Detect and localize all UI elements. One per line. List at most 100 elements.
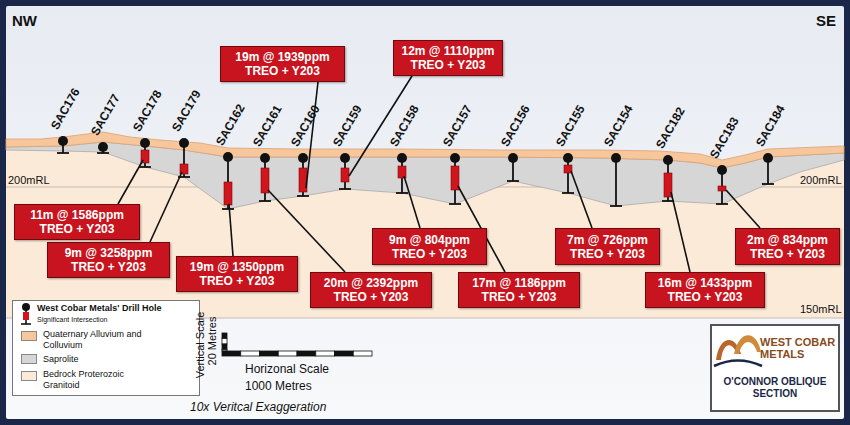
hole-id: SAC159: [330, 103, 365, 149]
leader-line: [150, 172, 182, 242]
leader-line: [726, 190, 760, 228]
scale-segment: [260, 351, 279, 356]
assay-callout: 11m @ 1586ppm TREO + Y203: [14, 204, 140, 240]
scale-label: 1000 Metres: [245, 379, 312, 393]
collar-dot: [450, 153, 460, 163]
assay-text: 19m @ 1939ppm TREO + Y203: [224, 50, 341, 78]
scale-segment: [316, 351, 335, 356]
legend-box: West Cobar Metals' Drill HoleSignificant…: [12, 300, 200, 396]
assay-callout: 20m @ 2392ppm TREO + Y203: [310, 272, 432, 308]
hole-id: SAC156: [498, 103, 533, 149]
assay-text: 12m @ 1110ppm TREO + Y203: [397, 44, 499, 72]
scale-segment: [222, 339, 227, 345]
hole-id: SAC157: [440, 103, 475, 149]
collar-dot: [223, 152, 233, 162]
assay-callout: 7m @ 726ppm TREO + Y203: [555, 228, 660, 265]
collar-dot: [298, 153, 308, 163]
legend-swatch: [21, 371, 37, 381]
elevation-label: 200mRL: [8, 174, 50, 186]
scale-label: Vertical Scale: [194, 312, 206, 379]
hole-end: [562, 192, 574, 194]
collar-dot: [397, 153, 407, 163]
hole-id: SAC176: [48, 86, 83, 132]
section-title: O'CONNOR OBLIQUE SECTION: [715, 376, 835, 400]
scale-segment: [222, 344, 227, 350]
collar-dot: [763, 153, 773, 163]
assay-callout: 2m @ 834ppm TREO + Y203: [735, 228, 840, 265]
hole-id: SAC162: [213, 102, 248, 148]
hole-id: SAC177: [88, 92, 123, 138]
hole-id: SAC179: [169, 88, 204, 134]
scale-label: 20 Metres: [206, 317, 218, 366]
hole-id: SAC160: [288, 103, 323, 149]
collar-dot: [98, 142, 108, 152]
hole-id: SAC154: [601, 103, 636, 149]
intersection-bar: [224, 182, 232, 205]
hole-id: SAC155: [553, 103, 588, 149]
leader-line: [404, 176, 420, 228]
legend-text: Saprolite: [43, 354, 153, 365]
legend-hole-end: [21, 323, 31, 325]
logo-arch: [734, 335, 761, 354]
intersection-bar: [341, 168, 349, 182]
intersection-bar: [718, 186, 726, 191]
logo-arch: [716, 340, 741, 360]
compass-label: NW: [12, 12, 37, 29]
drill-hole-trace: [567, 158, 569, 193]
hole-id: SAC158: [387, 103, 422, 149]
hole-id: SAC183: [707, 115, 742, 161]
leader-line: [229, 204, 233, 256]
assay-callout: 19m @ 1939ppm TREO + Y203: [220, 46, 345, 82]
exaggeration-note: 10x Veritcal Exaggeration: [190, 400, 326, 414]
scale-segment: [241, 351, 260, 356]
collar-dot: [563, 153, 573, 163]
collar-dot: [340, 153, 350, 163]
assay-callout: 9m @ 3258ppm TREO + Y203: [47, 242, 170, 278]
scale-segment: [297, 351, 316, 356]
hole-end: [507, 180, 519, 182]
collar-dot: [140, 138, 150, 148]
assay-callout: 16m @ 1433ppm TREO + Y203: [645, 272, 765, 308]
scale-segment: [353, 351, 372, 356]
hole-end: [259, 200, 271, 202]
legend-swatch: [21, 331, 37, 341]
elevation-label: 200mRL: [800, 174, 842, 186]
assay-text: 17m @ 1186ppm TREO + Y203: [462, 276, 576, 304]
hole-end: [610, 205, 622, 207]
collar-dot: [179, 138, 189, 148]
collar-dot: [260, 153, 270, 163]
hole-id: SAC178: [130, 88, 165, 134]
legend-text: West Cobar Metals' Drill Hole: [37, 303, 162, 314]
collar-dot: [508, 153, 518, 163]
hole-end: [449, 203, 461, 205]
collar-dot: [58, 136, 68, 146]
scale-segment: [335, 351, 354, 356]
leader-line: [671, 192, 690, 272]
hole-end: [716, 203, 728, 205]
assay-callout: 9m @ 804ppm TREO + Y203: [372, 228, 487, 265]
scale-segment: [222, 333, 227, 339]
logo-swoosh: [714, 361, 762, 367]
hole-end: [139, 166, 151, 168]
intersection-bar: [261, 168, 269, 193]
drill-hole-trace: [615, 158, 617, 206]
assay-text: 11m @ 1586ppm TREO + Y203: [18, 208, 136, 236]
assay-text: 19m @ 1350ppm TREO + Y203: [180, 260, 294, 288]
legend-text: Quaternary Alluvium and Colluvium: [43, 329, 153, 351]
legend-swatch: [21, 354, 37, 364]
company-name: WEST COBAR METALS: [760, 336, 844, 360]
assay-callout: 19m @ 1350ppm TREO + Y203: [176, 256, 298, 292]
scale-label: Horizonal Scale: [245, 362, 329, 376]
assay-callout: 12m @ 1110ppm TREO + Y203: [393, 40, 503, 76]
leader-line: [571, 171, 592, 228]
hole-end: [297, 195, 309, 197]
legend-text: Significant Intersection: [37, 314, 107, 325]
legend-hole-trace: [25, 307, 27, 324]
legend-collar-dot: [22, 303, 30, 311]
bedrock-layer: [6, 142, 844, 318]
collar-dot: [717, 165, 727, 175]
assay-callout: 17m @ 1186ppm TREO + Y203: [458, 272, 580, 308]
legend-text: Bedrock Proterozoic Granitoid: [43, 369, 153, 391]
hole-id: SAC161: [250, 103, 285, 149]
assay-text: 2m @ 834ppm TREO + Y203: [739, 233, 836, 261]
